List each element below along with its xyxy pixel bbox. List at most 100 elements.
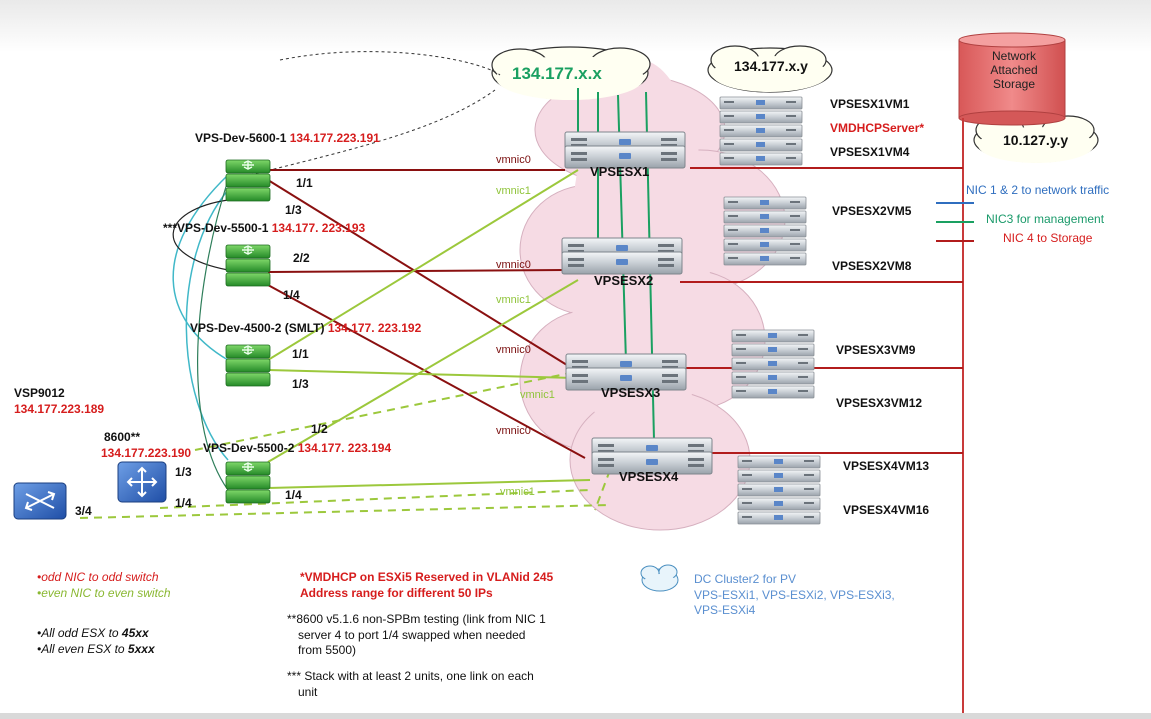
vm-stack-esx3 [731, 329, 815, 399]
vm-label: VMDHCPServer* [830, 121, 925, 135]
storage-label-line1: Network [991, 49, 1036, 63]
switch-5600-1-label: VPS-Dev-5600-1 134.177.223.191 [195, 131, 380, 146]
vm-label: VPSESX2VM5 [832, 204, 912, 218]
odd-nic-rule: •odd NIC to odd switch [37, 570, 159, 584]
8600-ip: 134.177.223.190 [101, 446, 192, 460]
storage-links [680, 167, 963, 454]
vmnic-label: vmnic1 [496, 185, 531, 197]
switch-5500-1-name: ***VPS-Dev-5500-1 [163, 221, 269, 235]
stack-cables [172, 174, 229, 491]
port-label: 1/4 [285, 488, 302, 502]
switch-5500-2-name: VPS-Dev-5500-2 [203, 441, 295, 455]
vsp9012-router [13, 482, 67, 520]
even-nic-rule: •even NIC to even switch [37, 585, 171, 600]
dc-cluster-line3: VPS-ESXi4 [694, 603, 756, 618]
footer-bar [0, 713, 1151, 719]
vm-label: VPSESX3VM9 [836, 343, 916, 357]
8600-name: 8600** [104, 430, 141, 444]
port-label: 1/1 [292, 347, 309, 361]
esx-rules-note: •All odd ESX to 45xx •All even ESX to 5x… [37, 626, 155, 657]
vm-label: VPSESX4VM16 [843, 503, 930, 517]
even-esx-rule: •All even ESX to 5xxx [37, 642, 155, 658]
switch-4500-2-name: VPS-Dev-4500-2 (SMLT) [190, 321, 325, 335]
vm-stack-esx1 [719, 96, 803, 166]
stack-note-line1: *** Stack with at least 2 units, one lin… [287, 669, 534, 683]
switch-4500-2 [225, 344, 271, 387]
vm-stack-esx2 [723, 196, 807, 266]
8600-router [117, 461, 167, 503]
vm-label: VPSESX1VM1 [830, 97, 910, 111]
vmnic-label: vmnic1 [520, 389, 555, 401]
cloud-top-right-label: 134.177.x.y [734, 58, 808, 74]
legend-nic12: NIC 1 & 2 to network traffic [966, 183, 1110, 197]
server-vpsesx2-label: VPSESX2 [594, 273, 654, 288]
vmnic-label: vmnic1 [500, 486, 535, 498]
dc-cluster-cloud-icon [640, 564, 679, 592]
port-label: 1/2 [311, 422, 328, 436]
port-label: 1/3 [292, 377, 309, 391]
vmnic-label: vmnic0 [496, 344, 531, 356]
legend-nic3: NIC3 for management [986, 212, 1105, 226]
dhcp-note-line1: *VMDHCP on ESXi5 Reserved in VLANid 245 [300, 570, 554, 584]
switch-4500-2-ip: 134.177. 223.192 [327, 321, 422, 335]
vmnic-label: vmnic0 [496, 425, 531, 437]
dhcp-note-line2: Address range for different 50 IPs [300, 585, 493, 600]
switch-5500-2-label: VPS-Dev-5500-2 134.177. 223.194 [203, 441, 392, 456]
switch-5500-1-ip: 134.177. 223.193 [271, 221, 366, 235]
vm-stack-esx4 [737, 455, 821, 525]
vm-label: VPSESX1VM4 [830, 145, 910, 159]
port-label: 2/2 [293, 251, 310, 265]
network-attached-storage [958, 32, 1066, 719]
cloud-main-label: 134.177.x.x [512, 64, 602, 83]
switch-5600-1 [225, 159, 271, 202]
switch-5500-1 [225, 244, 271, 287]
switch-5500-1-label: ***VPS-Dev-5500-1 134.177. 223.193 [163, 221, 366, 236]
vmnic-label: vmnic1 [496, 294, 531, 306]
switch-5600-1-name: VPS-Dev-5600-1 [195, 131, 287, 145]
cloud-storage-net-label: 10.127.y.y [1003, 132, 1069, 148]
8600-note: **8600 v5.1.6 non-SPBm testing (link fro… [287, 612, 546, 659]
storage-label-line2: Attached [990, 62, 1038, 77]
server-vpsesx3-label: VPSESX3 [601, 385, 661, 400]
port-label: 3/4 [75, 504, 92, 518]
dc-cluster-note: DC Cluster2 for PV VPS-ESXi1, VPS-ESXi2,… [694, 572, 895, 619]
dc-cluster-line2: VPS-ESXi1, VPS-ESXi2, VPS-ESXi3, [694, 587, 895, 602]
vmnic-label: vmnic0 [496, 259, 531, 271]
odd-nic-links [267, 169, 586, 459]
vsp9012-ip: 134.177.223.189 [14, 402, 105, 416]
storage-label-line3: Storage [992, 76, 1036, 91]
switch-5600-1-ip: 134.177.223.191 [289, 131, 380, 145]
8600-note-line2: server 4 to port 1/4 swapped when needed [298, 627, 526, 642]
port-label: 1/4 [283, 288, 300, 302]
switch-4500-2-label: VPS-Dev-4500-2 (SMLT) 134.177. 223.192 [190, 321, 422, 336]
switch-5500-2-ip: 134.177. 223.194 [297, 441, 392, 455]
cloud-134-177-x-x [491, 46, 651, 100]
8600-note-line3: from 5500) [298, 643, 357, 658]
8600-note-line1: **8600 v5.1.6 non-SPBm testing (link fro… [287, 612, 546, 626]
cloud-134-177-x-y [707, 45, 833, 93]
port-label: 1/3 [175, 465, 192, 479]
vm-label: VPSESX3VM12 [836, 396, 923, 410]
vm-label: VPSESX2VM8 [832, 259, 912, 273]
odd-esx-rule-text: •All odd ESX to [37, 626, 122, 640]
server-vpsesx1-label: VPSESX1 [590, 164, 650, 179]
even-esx-rule-text: •All even ESX to [37, 641, 128, 656]
stack-note: *** Stack with at least 2 units, one lin… [287, 669, 534, 700]
port-label: 1/3 [285, 203, 302, 217]
dc-cluster-line1: DC Cluster2 for PV [694, 572, 797, 586]
dhcp-note: *VMDHCP on ESXi5 Reserved in VLANid 245 … [300, 570, 553, 601]
vmnic-label: vmnic0 [496, 154, 531, 166]
stack-note-line2: unit [298, 684, 318, 699]
even-esx-rule-value: 5xxx [127, 641, 155, 656]
port-label: 1/1 [296, 176, 313, 190]
nic-rules-note: •odd NIC to odd switch •even NIC to even… [37, 570, 171, 601]
legend-nic4: NIC 4 to Storage [1003, 231, 1093, 245]
server-vpsesx2 [561, 237, 683, 275]
server-vpsesx1 [564, 131, 686, 169]
port-label: 1/4 [175, 496, 192, 510]
vm-label: VPSESX4VM13 [843, 459, 930, 473]
switch-5500-2 [225, 461, 271, 504]
vsp9012-name: VSP9012 [14, 386, 65, 400]
